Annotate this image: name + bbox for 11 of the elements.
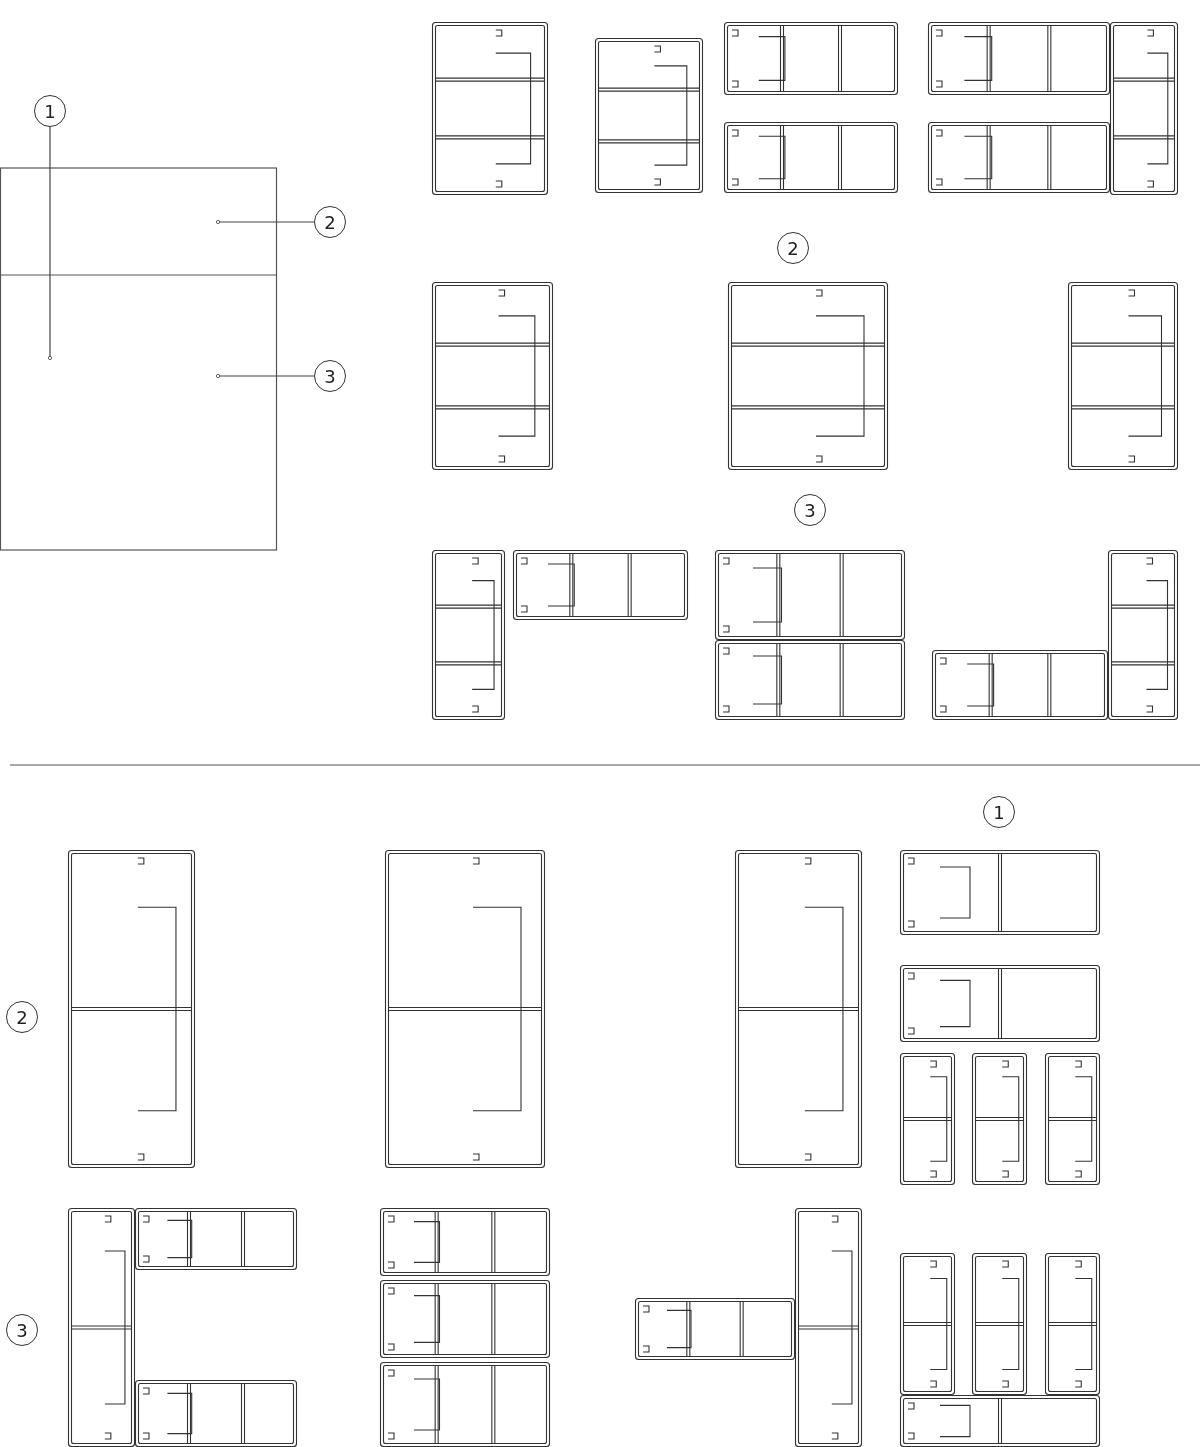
leader-line [216,374,315,378]
callout-number: 2 [314,206,346,238]
callout-number: 1 [34,95,66,127]
callout-number: 2 [777,232,809,264]
callout-number: 2 [6,1001,38,1033]
callout-number: 3 [314,360,346,392]
callout-number: 1 [983,796,1015,828]
leader-line [216,220,315,224]
leader-line [48,126,52,360]
callout-number: 3 [794,494,826,526]
callout-number: 3 [6,1314,38,1346]
